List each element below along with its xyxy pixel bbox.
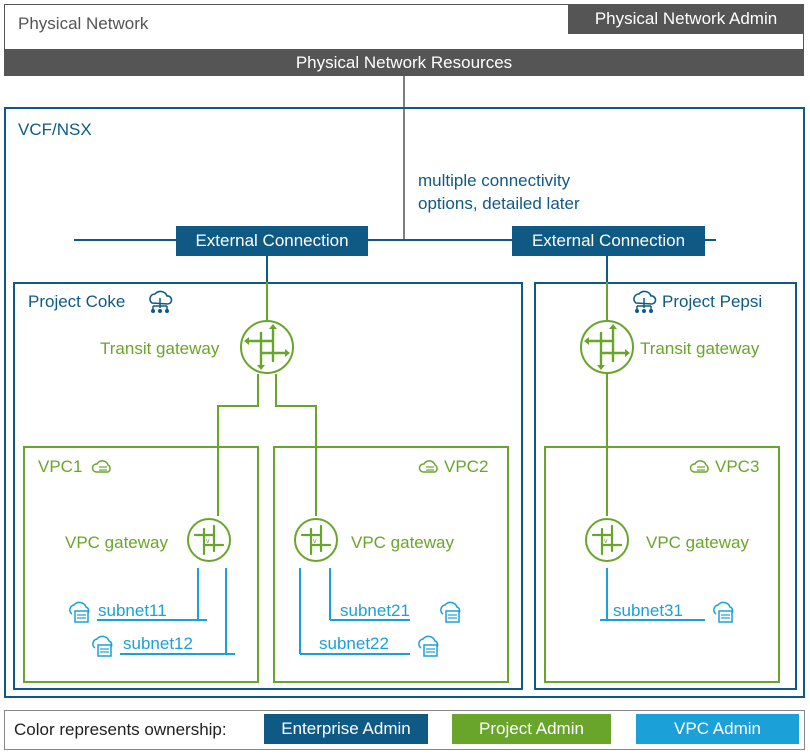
subnet31-label[interactable]: subnet31 (613, 601, 683, 620)
transit-gateway-pepsi-icon[interactable] (579, 319, 635, 375)
physical-network-admin-label: Physical Network Admin (594, 9, 778, 28)
vpc3-title: VPC3 (715, 457, 760, 476)
legend-enterprise-label: Enterprise Admin (281, 719, 411, 738)
external-connection-left[interactable]: External Connection (176, 226, 368, 256)
svg-text:v: v (604, 538, 608, 545)
subnet11-label[interactable]: subnet11 (98, 601, 167, 620)
transit-gateway-coke-icon[interactable] (239, 319, 295, 375)
physical-network-admin-badge: Physical Network Admin (568, 4, 804, 34)
legend-box (4, 710, 805, 750)
subnet12-icon (92, 635, 113, 657)
project-coke-title: Project Coke (28, 292, 126, 311)
subnet31-icon (713, 601, 734, 623)
external-connection-left-label: External Connection (195, 231, 349, 250)
vpc3-cloud-icon (689, 460, 709, 473)
vpc3-box (544, 446, 780, 683)
vpc3-gateway-label: VPC gateway (646, 533, 749, 552)
transit-gateway-pepsi-label: Transit gateway (640, 339, 760, 358)
external-connection-right-label: External Connection (531, 231, 686, 250)
project-pepsi-title: Project Pepsi (662, 292, 763, 311)
physical-network-title: Physical Network (18, 14, 149, 33)
physical-network-resources-label: Physical Network Resources (295, 53, 513, 72)
legend-enterprise-admin: Enterprise Admin (264, 714, 428, 744)
vpc1-box (23, 446, 259, 683)
vpc1-cloud-icon (91, 460, 111, 473)
legend-label: Color represents ownership: (14, 720, 227, 739)
project-pepsi-icon (633, 290, 657, 313)
subnet22-label[interactable]: subnet22 (319, 634, 389, 653)
subnet22-icon (418, 635, 439, 657)
vpc3-gateway-icon[interactable]: v (584, 517, 630, 563)
subnet11-icon (69, 601, 90, 623)
connectivity-note-line2: options, detailed later (418, 194, 580, 213)
subnet21-icon (440, 601, 461, 623)
subnet21-label[interactable]: subnet21 (340, 601, 410, 620)
vpc1-gateway-icon[interactable]: v (186, 517, 232, 563)
project-coke-icon (149, 290, 173, 313)
vcf-nsx-title: VCF/NSX (18, 120, 92, 139)
legend-vpc-label: VPC Admin (674, 719, 761, 738)
transit-gateway-coke-label: Transit gateway (100, 339, 220, 358)
legend-vpc-admin: VPC Admin (636, 714, 799, 744)
physical-network-resources-bar: Physical Network Resources (4, 50, 804, 76)
vpc2-gateway-label: VPC gateway (351, 533, 454, 552)
svg-text:v: v (313, 538, 317, 545)
subnet12-label[interactable]: subnet12 (123, 634, 193, 653)
vpc1-gateway-label: VPC gateway (65, 533, 168, 552)
svg-text:v: v (206, 538, 210, 545)
legend-project-admin: Project Admin (452, 714, 611, 744)
vpc2-cloud-icon (418, 460, 438, 473)
vpc2-gateway-icon[interactable]: v (293, 517, 339, 563)
vpc2-title: VPC2 (444, 457, 489, 476)
legend-project-label: Project Admin (479, 719, 584, 738)
vpc1-title: VPC1 (38, 457, 83, 476)
project-pepsi-box (534, 282, 797, 690)
connectivity-note-line1: multiple connectivity (418, 171, 571, 190)
vpc2-box (273, 446, 509, 683)
external-connection-right[interactable]: External Connection (512, 226, 705, 256)
